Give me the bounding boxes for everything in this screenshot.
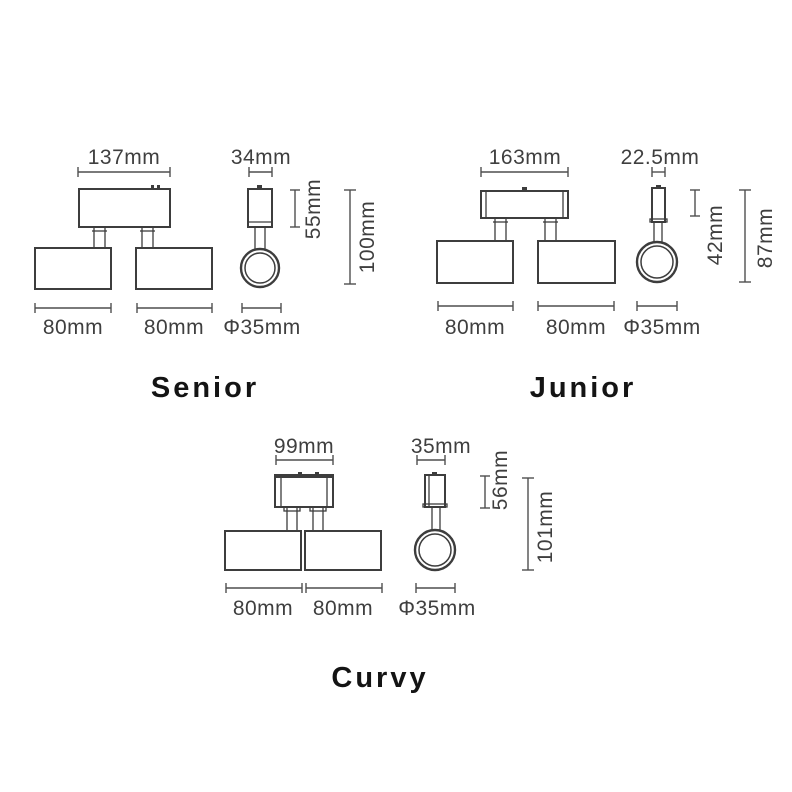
junior-diameter-label: Φ35mm xyxy=(623,316,701,339)
curvy-dimensions xyxy=(225,455,534,593)
stem-right xyxy=(141,226,154,250)
track-pin xyxy=(522,187,527,191)
stem-lip xyxy=(283,506,301,512)
senior-figure: 137mm 34mm 55mm 100mm 80mm 80mm Φ35mm Se… xyxy=(34,146,379,404)
curvy-front-view xyxy=(224,472,382,571)
spot-head-right xyxy=(537,240,616,284)
spot-head-left xyxy=(224,530,302,571)
curvy-body-height-label: 56mm xyxy=(489,450,512,510)
senior-dimensions xyxy=(34,167,356,313)
track-pin xyxy=(151,185,154,189)
junior-front-view xyxy=(436,187,616,284)
curvy-front-width-label: 99mm xyxy=(274,435,334,458)
junior-right-head-width-label: 80mm xyxy=(546,316,606,339)
curvy-right-head-width-label: 80mm xyxy=(313,597,373,620)
spot-ring-outer xyxy=(239,247,281,289)
spot-ring-outer xyxy=(635,240,679,284)
junior-side-width-label: 22.5mm xyxy=(621,146,700,169)
curvy-figure: 99mm 35mm 56mm 101mm 80mm 80mm Φ35mm Cur… xyxy=(224,435,557,694)
side-stem xyxy=(653,221,663,244)
junior-dimensions xyxy=(437,167,751,311)
spot-ring-inner xyxy=(244,252,276,284)
senior-front-width-label: 137mm xyxy=(88,146,161,169)
spot-head-left xyxy=(34,247,112,290)
curvy-left-head-width-label: 80mm xyxy=(233,597,293,620)
senior-diameter-label: Φ35mm xyxy=(223,316,301,339)
senior-front-view xyxy=(34,185,213,290)
side-body xyxy=(651,187,666,223)
curvy-total-height-label: 101mm xyxy=(534,491,557,564)
senior-total-height-label: 100mm xyxy=(356,201,379,274)
stem-left xyxy=(93,226,106,250)
spot-ring-inner xyxy=(640,245,674,279)
side-body xyxy=(247,188,273,228)
curvy-diameter-label: Φ35mm xyxy=(398,597,476,620)
spot-head-right xyxy=(135,247,213,290)
spot-head-right xyxy=(304,530,382,571)
spot-head-left xyxy=(436,240,514,284)
track-pin xyxy=(257,185,262,189)
side-body xyxy=(424,474,446,508)
curvy-side-width-label: 35mm xyxy=(411,435,471,458)
spot-ring-inner xyxy=(418,533,452,567)
senior-side-width-label: 34mm xyxy=(231,146,291,169)
stem-lip xyxy=(309,506,327,512)
junior-side-view xyxy=(635,185,679,284)
track-adapter-body xyxy=(274,474,334,508)
spot-ring-outer xyxy=(413,528,457,572)
track-pin xyxy=(157,185,160,189)
senior-side-view xyxy=(239,185,281,289)
junior-body-height-label: 42mm xyxy=(704,205,727,265)
senior-title: Senior xyxy=(151,372,259,404)
junior-total-height-label: 87mm xyxy=(754,208,777,268)
junior-figure: 163mm 22.5mm 42mm 87mm 80mm 80mm Φ35mm J… xyxy=(436,146,777,404)
track-adapter-body xyxy=(78,188,171,228)
curvy-side-view xyxy=(413,472,457,572)
side-stem xyxy=(254,226,266,252)
senior-left-head-width-label: 80mm xyxy=(43,316,103,339)
junior-left-head-width-label: 80mm xyxy=(445,316,505,339)
track-adapter-body xyxy=(480,190,569,219)
junior-front-width-label: 163mm xyxy=(489,146,562,169)
side-stem xyxy=(431,506,441,532)
junior-title: Junior xyxy=(530,372,637,404)
senior-right-head-width-label: 80mm xyxy=(144,316,204,339)
senior-body-height-label: 55mm xyxy=(302,179,325,239)
curvy-title: Curvy xyxy=(331,662,428,694)
